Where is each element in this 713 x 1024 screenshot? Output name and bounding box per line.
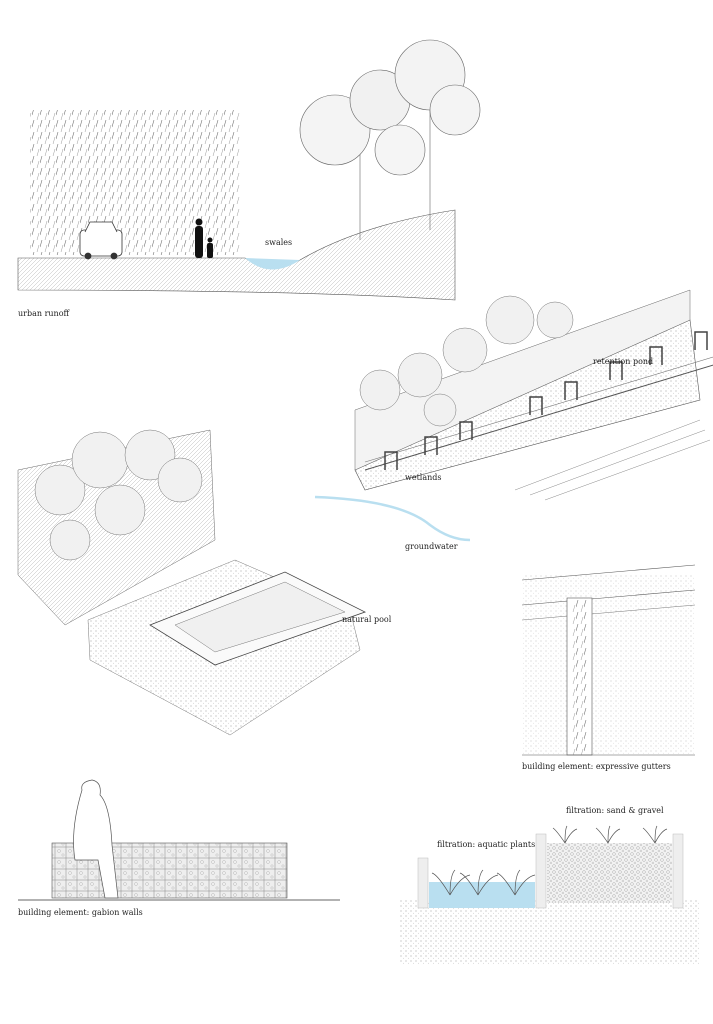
label-expressive-gutters: building element: expressive gutters bbox=[522, 762, 671, 771]
natural-pool-axonometric bbox=[17, 429, 367, 736]
label-urban-runoff: urban runoff bbox=[18, 309, 70, 318]
swale-water bbox=[245, 258, 300, 270]
label-swales: swales bbox=[265, 238, 293, 247]
pergola-frames bbox=[384, 331, 708, 470]
label-gabion-walls: building element: gabion walls bbox=[18, 908, 143, 917]
trees-icon bbox=[359, 295, 574, 427]
swale-section bbox=[17, 39, 481, 301]
rain-pattern bbox=[30, 110, 240, 255]
label-filtration-aquatic-plants: filtration: aquatic plants bbox=[437, 840, 536, 849]
label-wetlands: wetlands bbox=[405, 473, 442, 482]
label-filtration-sand-gravel: filtration: sand & gravel bbox=[566, 806, 664, 815]
people-silhouette-icon bbox=[195, 218, 213, 258]
label-natural-pool: natural pool bbox=[342, 615, 392, 624]
plant-icons bbox=[431, 825, 668, 896]
person-outline-icon bbox=[73, 779, 119, 899]
filtration-section bbox=[400, 825, 700, 965]
wetland-axonometric bbox=[314, 289, 713, 542]
gabion-wall bbox=[18, 779, 340, 901]
label-groundwater: groundwater bbox=[405, 542, 458, 551]
groundwater-line bbox=[314, 495, 471, 542]
trees-icon bbox=[299, 39, 481, 240]
gravel bbox=[547, 843, 672, 903]
water bbox=[429, 882, 535, 908]
expressive-gutters bbox=[521, 564, 696, 756]
trees-icon bbox=[34, 429, 203, 561]
car-icon bbox=[79, 221, 123, 260]
label-retention-pond: retention pond bbox=[593, 357, 654, 366]
